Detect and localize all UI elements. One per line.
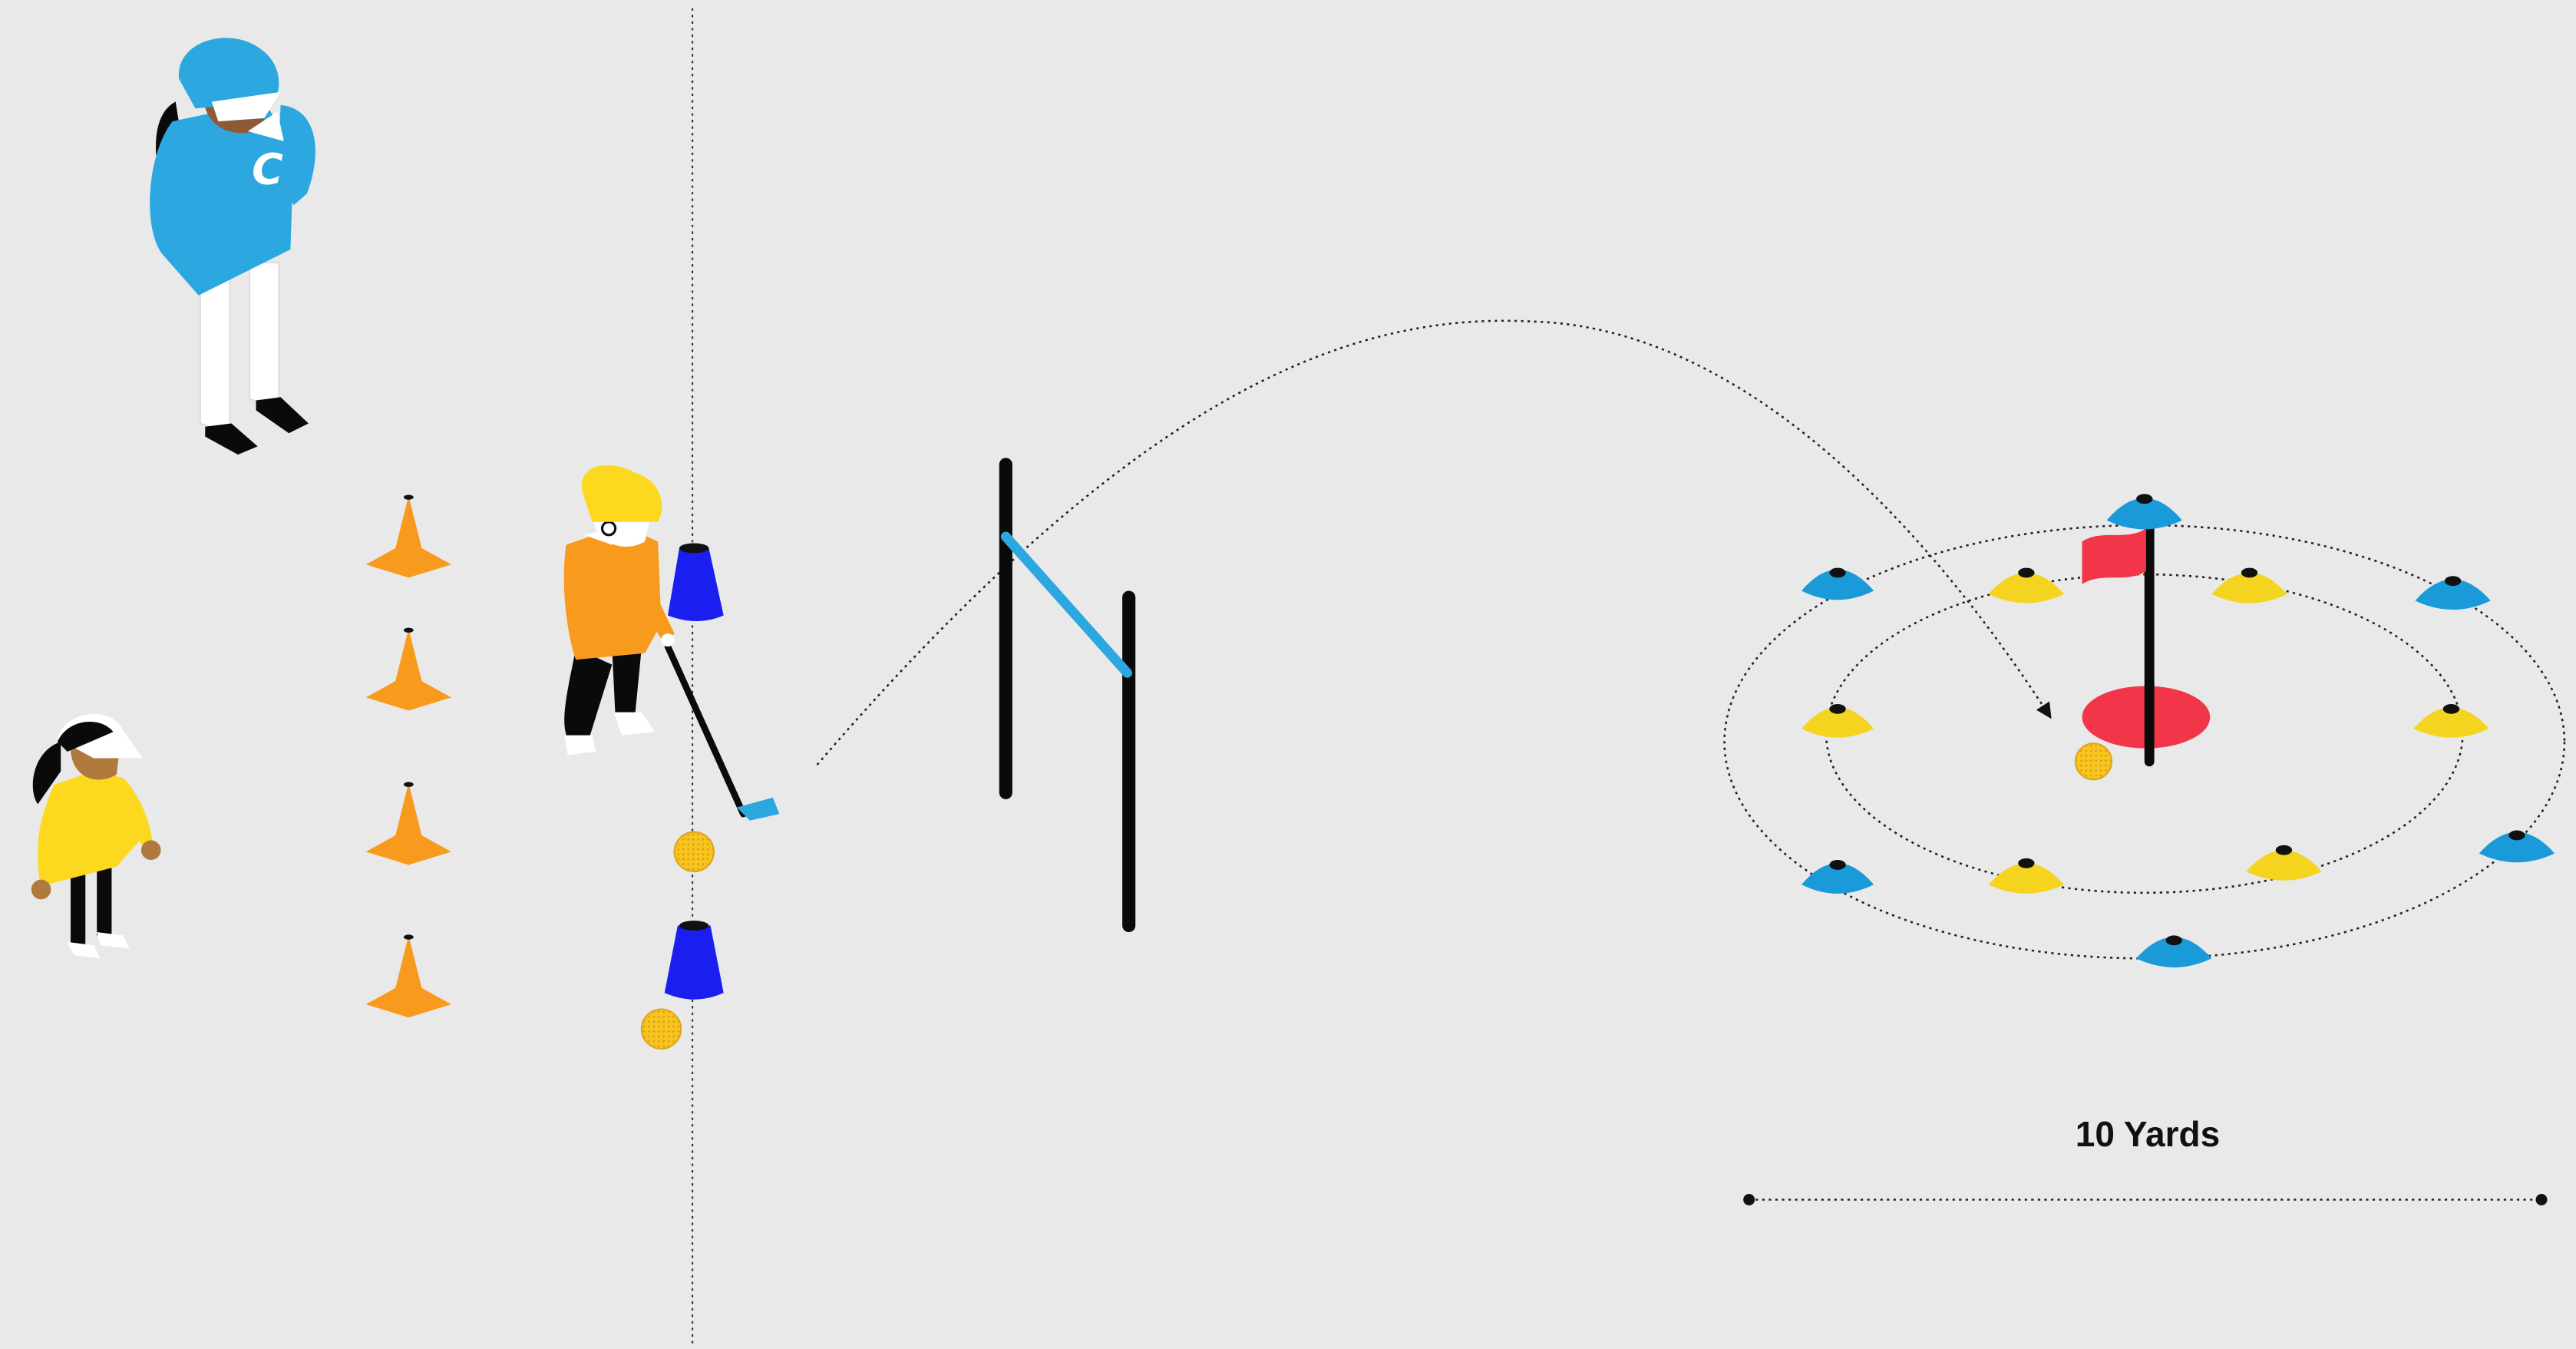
coach-shirt-letter: C xyxy=(252,144,283,194)
dome-marker-blue-top-right xyxy=(2415,576,2490,610)
blue-cup-cone-top xyxy=(668,544,724,622)
dome-marker-yellow-right xyxy=(2413,704,2488,738)
traffic-cone-3 xyxy=(366,782,451,865)
flag-icon xyxy=(2082,528,2146,584)
blue-cup-cone-bottom xyxy=(665,921,724,1000)
golfer-figure xyxy=(564,465,780,821)
dome-marker-blue-top-left xyxy=(1802,568,1874,600)
traffic-cone-4 xyxy=(366,934,451,1017)
dome-marker-yellow-top-left xyxy=(1989,568,2064,603)
golf-ball-icon xyxy=(2076,743,2112,779)
dome-marker-blue-bottom-left xyxy=(1802,860,1874,894)
golf-ball-icon xyxy=(675,832,714,871)
dome-marker-yellow-top-right xyxy=(2211,568,2287,603)
scale-bar xyxy=(1743,1194,2547,1205)
dome-marker-blue-top xyxy=(2107,494,2182,529)
golf-ball-icon xyxy=(642,1010,681,1049)
dome-marker-blue-bottom xyxy=(2136,935,2211,967)
scale-label: 10 Yards xyxy=(1994,1113,2301,1155)
dome-marker-yellow-bottom-right xyxy=(2246,845,2321,881)
waiting-player-figure xyxy=(31,714,161,958)
dome-marker-yellow-bottom-left xyxy=(1989,858,2064,894)
traffic-cone-1 xyxy=(366,494,451,577)
dome-marker-yellow-left xyxy=(1802,704,1874,738)
dome-marker-blue-right xyxy=(2479,831,2555,863)
coach-figure: C xyxy=(150,38,315,455)
goalpost-icon xyxy=(1006,465,1128,926)
traffic-cone-2 xyxy=(366,628,451,711)
